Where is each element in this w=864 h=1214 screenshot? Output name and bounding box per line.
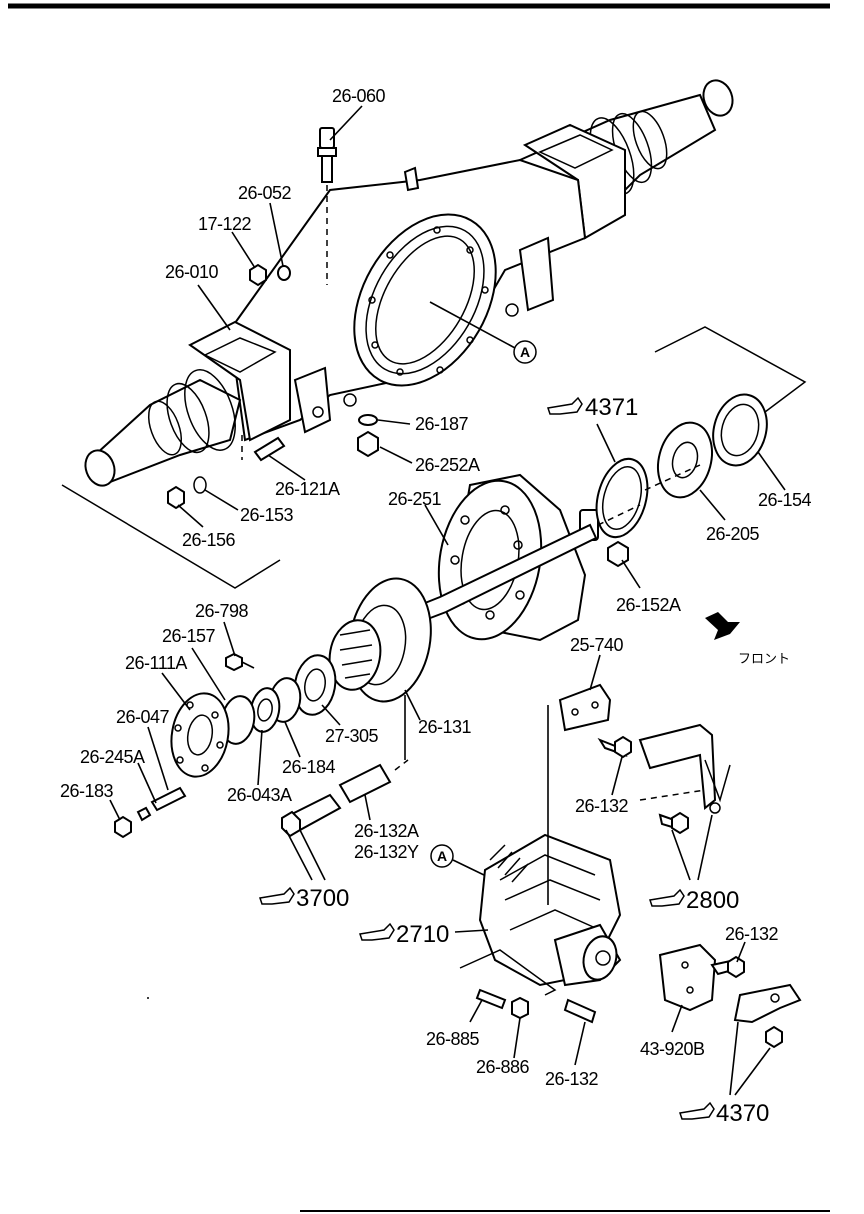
bolt-26-132-lower bbox=[563, 998, 597, 1024]
stud-26-245A bbox=[150, 786, 187, 812]
callout-26-152A: 26-152A bbox=[616, 595, 681, 615]
circle-a-label: A bbox=[437, 848, 447, 864]
reference-2710: 2710 bbox=[359, 921, 449, 948]
nut-26-886 bbox=[511, 996, 529, 1020]
callout-27-305: 27-305 bbox=[325, 726, 379, 746]
plug-26-060 bbox=[317, 127, 337, 285]
reference-4371: 4371 bbox=[547, 394, 638, 421]
nut-26-152A bbox=[607, 540, 629, 568]
callout-labels: 26-060 26-052 17-122 26-010 26-187 26-25… bbox=[60, 86, 812, 1089]
reference-4371-label: 4371 bbox=[585, 394, 638, 421]
nut-26-183 bbox=[114, 815, 132, 839]
callout-17-122: 17-122 bbox=[198, 214, 252, 234]
pointing-hand-icon bbox=[547, 396, 583, 415]
leader-lines bbox=[109, 105, 786, 1096]
bracket-2800 bbox=[638, 723, 731, 835]
callout-25-740: 25-740 bbox=[570, 635, 624, 655]
bracket-43-920B bbox=[658, 943, 745, 1012]
callout-26-060: 26-060 bbox=[332, 86, 386, 106]
washer-26-052 bbox=[277, 265, 291, 281]
callout-43-920B: 43-920B bbox=[640, 1039, 705, 1059]
front-direction-label: フロント bbox=[738, 652, 790, 667]
hub-26-131 bbox=[328, 577, 432, 703]
washer-26-187 bbox=[358, 414, 378, 426]
callout-26-043A: 26-043A bbox=[227, 785, 292, 805]
brake-drum-26-251 bbox=[437, 473, 599, 642]
callout-26-047: 26-047 bbox=[116, 707, 170, 727]
part-26-132A bbox=[281, 695, 409, 838]
reference-2800: 2800 bbox=[649, 887, 739, 914]
callout-26-886: 26-886 bbox=[476, 1057, 530, 1077]
callout-26-251: 26-251 bbox=[388, 489, 442, 509]
pointing-hand-icon bbox=[259, 886, 295, 905]
bracket-4370 bbox=[733, 983, 802, 1049]
pointing-hand-icon bbox=[649, 888, 685, 907]
nut-17-122 bbox=[249, 263, 267, 287]
circle-a-label: A bbox=[520, 344, 530, 360]
callout-26-132-b: 26-132 bbox=[545, 1069, 599, 1089]
callout-26-157: 26-157 bbox=[162, 626, 216, 646]
callout-26-885: 26-885 bbox=[426, 1029, 480, 1049]
reference-4370: 4370 bbox=[679, 1100, 769, 1127]
washer-26-153 bbox=[193, 476, 207, 494]
callout-26-798: 26-798 bbox=[195, 601, 249, 621]
callout-26-121A: 26-121A bbox=[275, 479, 340, 499]
callout-26-052: 26-052 bbox=[238, 183, 292, 203]
reference-4370-label: 4370 bbox=[716, 1100, 769, 1127]
callout-26-132A: 26-132A bbox=[354, 821, 419, 841]
circle-marker-a-top: A bbox=[429, 301, 537, 364]
pointing-hand-icon bbox=[679, 1101, 715, 1120]
callout-26-111A: 26-111A bbox=[125, 653, 187, 673]
stud-26-885 bbox=[475, 988, 507, 1010]
reference-2800-label: 2800 bbox=[686, 887, 739, 914]
callout-26-154: 26-154 bbox=[758, 490, 812, 510]
seal-26-154 bbox=[712, 393, 768, 467]
callout-26-010: 26-010 bbox=[165, 262, 219, 282]
callout-26-187: 26-187 bbox=[415, 414, 469, 434]
callout-26-132Y: 26-132Y bbox=[354, 842, 419, 862]
callout-26-245A: 26-245A bbox=[80, 747, 145, 767]
housing-bolt-holes bbox=[368, 226, 489, 376]
reference-2710-label: 2710 bbox=[396, 921, 449, 948]
axle-housing bbox=[84, 79, 734, 487]
flange-26-111A bbox=[170, 692, 230, 778]
washer-26-183a bbox=[136, 806, 152, 822]
bolt-26-798 bbox=[225, 652, 255, 672]
seal-4371 bbox=[595, 457, 649, 539]
bearing-27-305 bbox=[293, 654, 337, 716]
nut-26-252A bbox=[357, 430, 379, 458]
callout-26-183: 26-183 bbox=[60, 781, 114, 801]
callout-26-153: 26-153 bbox=[240, 505, 294, 525]
reference-3700-label: 3700 bbox=[296, 885, 349, 912]
callout-26-156: 26-156 bbox=[182, 530, 236, 550]
bracket-25-740 bbox=[558, 683, 632, 759]
housing-boundary bbox=[61, 484, 281, 589]
callout-26-184: 26-184 bbox=[282, 757, 336, 777]
reference-3700: 3700 bbox=[259, 885, 349, 912]
callout-26-132-a: 26-132 bbox=[575, 796, 629, 816]
pointing-hand-icon bbox=[359, 922, 395, 941]
callout-26-205: 26-205 bbox=[706, 524, 760, 544]
front-arrow-icon bbox=[705, 612, 740, 640]
callout-26-132-c: 26-132 bbox=[725, 924, 779, 944]
differential-carrier bbox=[478, 833, 622, 987]
callout-26-131: 26-131 bbox=[418, 717, 472, 737]
bearing-26-205 bbox=[657, 421, 713, 499]
nut-26-156 bbox=[167, 485, 185, 510]
callout-26-252A: 26-252A bbox=[415, 455, 480, 475]
stud-26-121A bbox=[241, 435, 286, 462]
circle-marker-a-bottom: A bbox=[430, 844, 485, 876]
